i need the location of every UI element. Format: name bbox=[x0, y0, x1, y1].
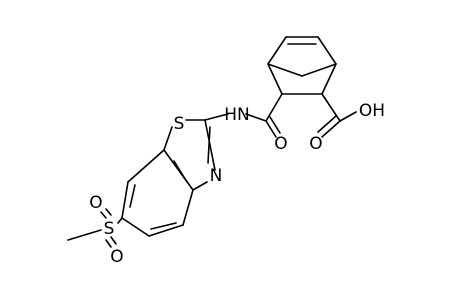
norbornene-cage bbox=[267, 36, 337, 95]
bond-acid-co bbox=[321, 120, 341, 138]
benzothiazole bbox=[121, 113, 229, 237]
bond-ring bbox=[127, 149, 165, 183]
atom-o-carbonyl: O bbox=[309, 134, 322, 154]
bond-s-methyl bbox=[67, 229, 102, 241]
bond-cage bbox=[321, 63, 337, 95]
bond-ring bbox=[163, 149, 194, 191]
bond-ring bbox=[182, 189, 194, 226]
amide-group bbox=[245, 93, 283, 138]
bond-acid-co-inner bbox=[317, 115, 337, 133]
bond-c2-n bbox=[204, 119, 216, 171]
bond-n-c3a bbox=[192, 181, 208, 191]
bond-amide-co-inner bbox=[269, 116, 281, 134]
bond-ring bbox=[148, 224, 184, 237]
bond-acid bbox=[321, 93, 341, 122]
bond-s-o-top-inner bbox=[105, 208, 112, 216]
bond-cage bbox=[267, 36, 287, 65]
atom-o-sulfonyl-bottom: O bbox=[110, 247, 123, 267]
bond-c2-n-inner bbox=[207, 126, 211, 164]
bond-s-o-top bbox=[100, 211, 107, 219]
bond-cage bbox=[301, 63, 337, 77]
bond-amide bbox=[265, 93, 283, 122]
atom-hn: HN bbox=[224, 105, 250, 125]
bond-s-c7a bbox=[163, 126, 173, 151]
atom-oh: OH bbox=[359, 101, 385, 121]
atom-s-sulfonyl: S bbox=[104, 219, 115, 239]
bond-s-o-bottom bbox=[110, 236, 117, 245]
bond-ring-inner bbox=[129, 184, 136, 208]
atom-labels: S N HN O O OH S O O bbox=[89, 101, 385, 267]
bond-cage bbox=[317, 36, 337, 65]
bond-ring bbox=[121, 181, 129, 219]
bond-acid-oh bbox=[339, 111, 357, 122]
atom-o-amide: O bbox=[274, 134, 287, 154]
bond-nh-c2 bbox=[204, 113, 229, 121]
carboxylic-acid bbox=[317, 93, 357, 138]
atom-n-thiazole: N bbox=[210, 166, 223, 186]
bond-amide-n bbox=[245, 113, 267, 122]
methylsulfonyl bbox=[67, 208, 123, 248]
bond-ring-inner bbox=[150, 222, 177, 230]
bond-ring-inner bbox=[173, 160, 188, 183]
bond-cage bbox=[267, 63, 303, 77]
bond-cage bbox=[267, 63, 283, 95]
bond-ring bbox=[121, 217, 150, 237]
bond-amide-co bbox=[265, 120, 277, 138]
atom-o-sulfonyl-top: O bbox=[89, 193, 102, 213]
atom-s-thiazole: S bbox=[174, 114, 185, 134]
bond-ring-s bbox=[117, 217, 123, 224]
bond-s-o-bottom-inner bbox=[105, 239, 112, 248]
